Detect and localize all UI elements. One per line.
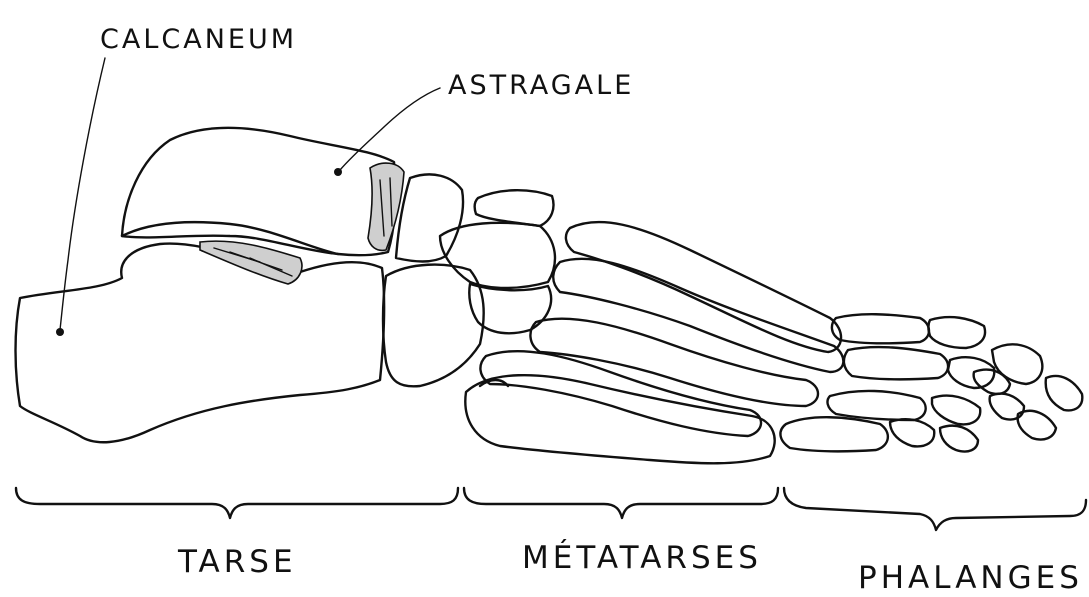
- astragale-bone: [122, 128, 396, 256]
- calcaneum-label: CALCANEUM: [100, 24, 297, 55]
- phalanx-3a: [828, 391, 926, 420]
- phalanx-4a: [780, 417, 887, 451]
- phalanx-1b: [929, 317, 986, 348]
- phalanx-2c: [1046, 376, 1083, 410]
- cuneiform-2: [475, 190, 554, 226]
- phalanx-3b: [932, 396, 980, 425]
- metatarsal-5: [465, 375, 774, 463]
- phalanx-4c: [940, 426, 978, 452]
- metatarses-label: MÉTATARSES: [522, 540, 762, 576]
- phalanx-1c: [992, 344, 1042, 384]
- tarse-label: TARSE: [177, 544, 297, 580]
- phalanges-label: PHALANGES: [858, 560, 1083, 596]
- astragale-label: ASTRAGALE: [448, 70, 634, 101]
- phalanges-brace: [784, 488, 1086, 530]
- tarse-brace: [16, 488, 458, 518]
- navicular-bone: [396, 174, 463, 261]
- calcaneum-pointer-dot: [56, 328, 64, 336]
- calcaneum-bone: [16, 244, 385, 443]
- phalanx-2a: [844, 347, 948, 379]
- astragale-pointer-dot: [334, 168, 342, 176]
- cuboid-bone: [383, 265, 484, 387]
- phalanx-5a: [1018, 411, 1056, 440]
- tarsal-bones: [16, 128, 555, 442]
- metatarsal-bones: [465, 222, 843, 463]
- group-braces: [16, 488, 1086, 530]
- phalanx-2b: [948, 357, 994, 388]
- phalanx-4b: [890, 419, 934, 446]
- phalanx-1a: [832, 314, 929, 343]
- metatarses-brace: [464, 488, 778, 518]
- phalanx-bones: [780, 314, 1082, 451]
- astragale-leader: [340, 88, 440, 170]
- calcaneum-facet: [200, 241, 302, 284]
